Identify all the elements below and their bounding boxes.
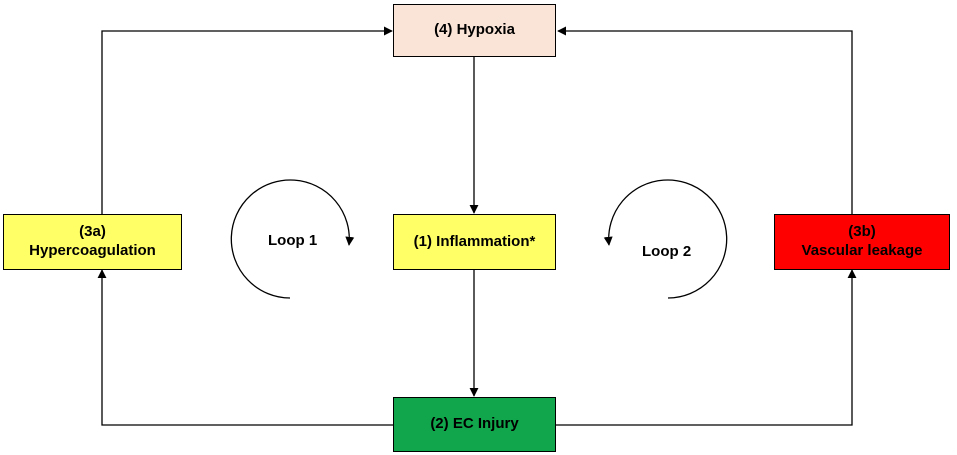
arrow-ec-injury-to-vascular-leakage xyxy=(556,269,857,426)
loop1-cycle-arrow xyxy=(230,179,355,299)
loop2-label: Loop 2 xyxy=(642,243,692,260)
node-vascular-leakage: (3b) Vascular leakage xyxy=(774,214,950,270)
ec-injury-label: (2) EC Injury xyxy=(430,415,519,433)
hypercoagulation-id: (3a) xyxy=(79,223,106,241)
inflammation-label: (1) Inflammation* xyxy=(413,232,536,250)
vascular-leakage-label: Vascular leakage xyxy=(801,242,923,259)
arrow-ec-injury-to-hypercoagulation xyxy=(97,269,393,426)
loop2-cycle-arrow xyxy=(603,179,728,299)
loop1-label: Loop 1 xyxy=(268,232,318,249)
vascular-leakage-id: (3b) xyxy=(848,223,876,241)
hypercoagulation-label: Hypercoagulation xyxy=(29,242,156,259)
node-hypoxia: (4) Hypoxia xyxy=(393,4,556,57)
hypoxia-label: (4) Hypoxia xyxy=(434,21,515,39)
node-inflammation: (1) Inflammation* xyxy=(393,214,556,270)
arrow-vascular-leakage-to-hypoxia xyxy=(557,26,853,214)
node-hypercoagulation: (3a) Hypercoagulation xyxy=(3,214,182,270)
node-ec-injury: (2) EC Injury xyxy=(393,397,556,452)
arrow-hypercoagulation-to-hypoxia xyxy=(101,26,393,214)
